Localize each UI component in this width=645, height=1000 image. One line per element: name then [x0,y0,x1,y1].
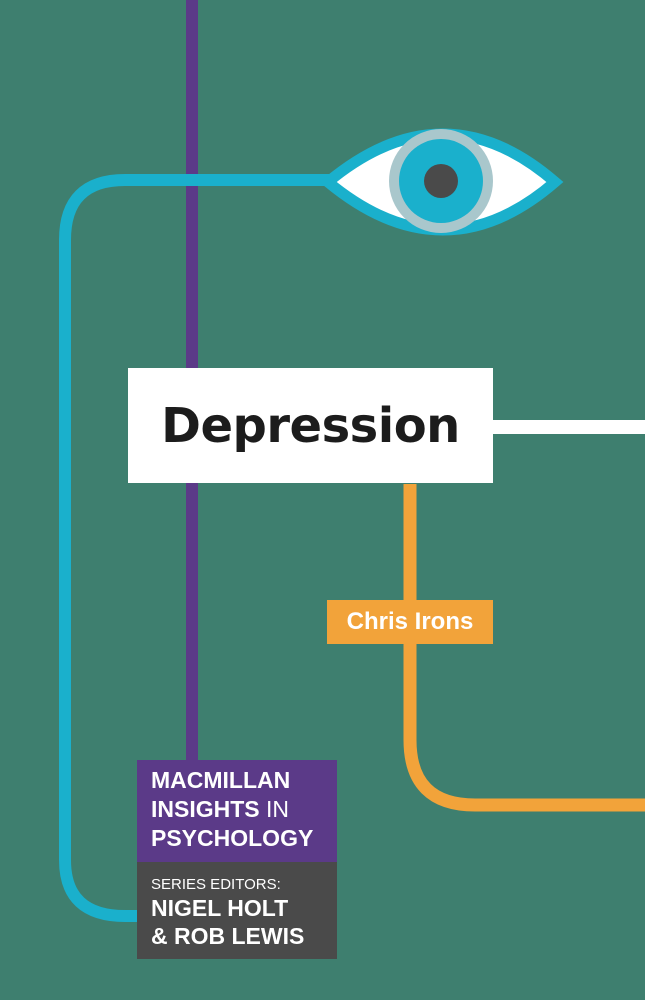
series-line-3: PSYCHOLOGY [151,825,314,851]
series-line-2-bold: INSIGHTS [151,796,260,822]
editor-name-2: & ROB LEWIS [151,923,305,949]
series-box: MACMILLAN INSIGHTS IN PSYCHOLOGY [137,760,337,862]
book-title: Depression [161,397,460,454]
title-box: Depression [128,368,493,483]
editor-name-1: NIGEL HOLT [151,895,289,921]
eye-pupil [424,164,458,198]
editors-box: SERIES EDITORS: NIGEL HOLT & ROB LEWIS [137,862,337,959]
editors-label: SERIES EDITORS: [151,876,281,893]
cyan-line [59,174,330,922]
series-line-1: MACMILLAN [151,767,291,793]
book-author: Chris Irons [346,608,474,635]
eye-icon [319,128,564,236]
series-line-2-light: IN [259,796,290,822]
author-box: Chris Irons [327,600,493,644]
series-line-2: INSIGHTS IN [151,795,337,824]
orange-line [403,484,645,812]
